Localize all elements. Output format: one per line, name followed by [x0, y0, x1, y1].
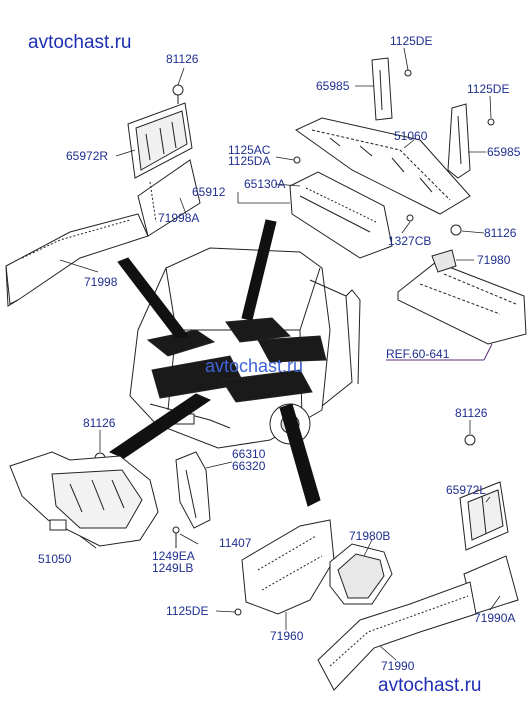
- grommet-81126-lowright: [464, 434, 476, 446]
- bracket-65985-right: [447, 103, 495, 179]
- truck-body: [129, 247, 361, 449]
- panel-65130a: [289, 171, 414, 259]
- label-71990: 71990: [381, 659, 415, 673]
- insulator-71980b: [329, 543, 393, 605]
- strip-71998: [5, 213, 149, 307]
- label-71990a: 71990A: [474, 611, 516, 625]
- label-1125da: 1125DA: [228, 154, 271, 168]
- watermark-middle: avtochast.ru: [205, 356, 304, 376]
- label-65912: 65912: [192, 185, 226, 199]
- label-71998a: 71998A: [158, 211, 200, 225]
- label-71980b: 71980B: [349, 529, 391, 543]
- label-81126-lowright: 81126: [455, 406, 488, 420]
- pad-51050: [9, 451, 159, 547]
- label-65130a: 65130A: [244, 177, 286, 191]
- label-1125de-bottom: 1125DE: [166, 604, 209, 618]
- label-71980: 71980: [477, 253, 511, 267]
- label-1249ea: 1249EA: [152, 549, 195, 563]
- leader-lines: [59, 47, 501, 661]
- label-65985-right: 65985: [487, 145, 521, 159]
- label-1125de-right: 1125DE: [467, 82, 510, 96]
- label-71960: 71960: [270, 629, 304, 643]
- label-66320: 66320: [232, 459, 266, 473]
- label-1125ac: 1125AC: [228, 143, 271, 157]
- label-1125de-top: 1125DE: [390, 34, 433, 48]
- label-65972r: 65972R: [66, 149, 109, 163]
- cover-51060: [293, 117, 471, 215]
- insulator-65972r: [127, 84, 193, 179]
- insulator-65972l: [459, 481, 509, 551]
- label-51050: 51050: [38, 552, 72, 566]
- bracket-65985-left: [371, 57, 412, 121]
- label-81126-left: 81126: [83, 416, 116, 430]
- grommet-81126-right: [450, 224, 462, 236]
- label-11407: 11407: [219, 536, 252, 550]
- label-65972l: 65972L: [446, 483, 487, 497]
- label-81126-top: 81126: [166, 52, 199, 66]
- floor-panel-ref: [397, 249, 527, 345]
- label-71998: 71998: [84, 275, 118, 289]
- label-1249lb: 1249LB: [152, 561, 194, 575]
- pad-71998a: [137, 159, 201, 237]
- strip-71990: [317, 581, 477, 691]
- watermark-top: avtochast.ru: [28, 32, 132, 53]
- leader-wedges: [108, 219, 321, 507]
- reference-link[interactable]: REF.60-641: [386, 347, 450, 361]
- label-1327cb: 1327CB: [388, 234, 432, 248]
- pad-71960: [234, 519, 335, 616]
- label-66310: 66310: [232, 447, 266, 461]
- label-81126-right: 81126: [484, 226, 517, 240]
- watermark-bottom: avtochast.ru: [378, 675, 482, 696]
- bracket-66310: [172, 451, 211, 548]
- label-51060: 51060: [394, 129, 428, 143]
- label-65985-left: 65985: [316, 79, 350, 93]
